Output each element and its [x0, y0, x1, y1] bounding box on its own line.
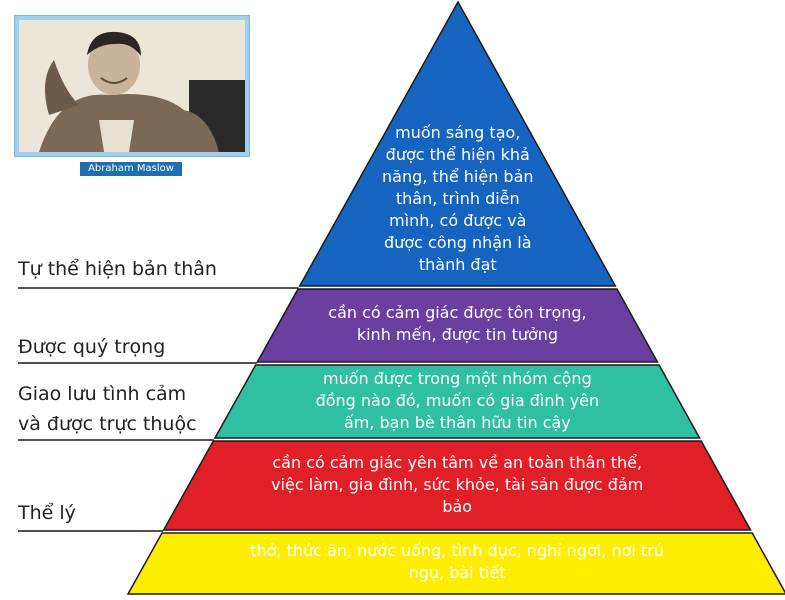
description-line: đồng nào đó, muốn có gia đình yên: [315, 391, 600, 410]
description-line: ấm, bạn bè thân hữu tin cậy: [343, 413, 571, 432]
level-label-love_belonging: Giao lưu tình cảm: [18, 383, 187, 405]
description-line: thân, trình diễn: [395, 189, 520, 208]
level-label-love_belonging: và được trực thuộc: [18, 413, 197, 435]
description-line: mình, có được và: [389, 211, 527, 230]
photo-frame: [14, 15, 250, 157]
description-line: năng, thể hiện bản: [382, 167, 534, 186]
description-line: cần có cảm giác được tôn trọng,: [328, 303, 587, 322]
level-label-self_actualization: Tự thể hiện bản thân: [18, 258, 217, 280]
level-label-esteem: Được quý trọng: [18, 336, 166, 358]
abraham-maslow-photo: [19, 20, 245, 152]
pyramid-level-esteem: [256, 288, 659, 363]
description-line: ngụ, bài tiết: [408, 563, 506, 582]
description-line: được công nhận là: [384, 233, 532, 252]
description-line: việc làm, gia đình, sức khỏe, tài sản đư…: [271, 475, 644, 494]
level-description-esteem: cần có cảm giác được tôn trọng, kinh mến,…: [247, 302, 667, 346]
level-description-physiological: thở, thức ăn, nước uống, tình dục, nghỉ …: [247, 540, 667, 584]
description-line: bảo: [442, 497, 473, 516]
pyramid-level-physiological: [126, 532, 785, 595]
level-label-safety: Thể lý: [18, 502, 76, 524]
level-description-love_belonging: muốn được trong một nhóm cộng đồng nào đó…: [247, 368, 667, 434]
level-description-safety: cần có cảm giác yên tâm về an toàn thân …: [247, 452, 667, 518]
level-description-self_actualization: muốn sáng tạo, được thể hiện khả năng, thể…: [248, 122, 668, 276]
description-line: kinh mến, được tin tưởng: [356, 325, 559, 344]
description-line: được thể hiện khả: [385, 145, 530, 164]
description-line: thành đạt: [418, 255, 497, 274]
description-line: muốn sáng tạo,: [395, 123, 521, 142]
photo-caption: Abraham Maslow: [80, 162, 182, 176]
pyramid-level-love_belonging: [213, 364, 701, 439]
description-line: muốn được trong một nhóm cộng: [322, 369, 592, 388]
description-line: thở, thức ăn, nước uống, tình dục, nghỉ …: [250, 541, 664, 560]
description-line: cần có cảm giác yên tâm về an toàn thân …: [272, 453, 643, 472]
pyramid-level-self_actualization: [298, 0, 617, 287]
pyramid-level-safety: [162, 440, 752, 531]
